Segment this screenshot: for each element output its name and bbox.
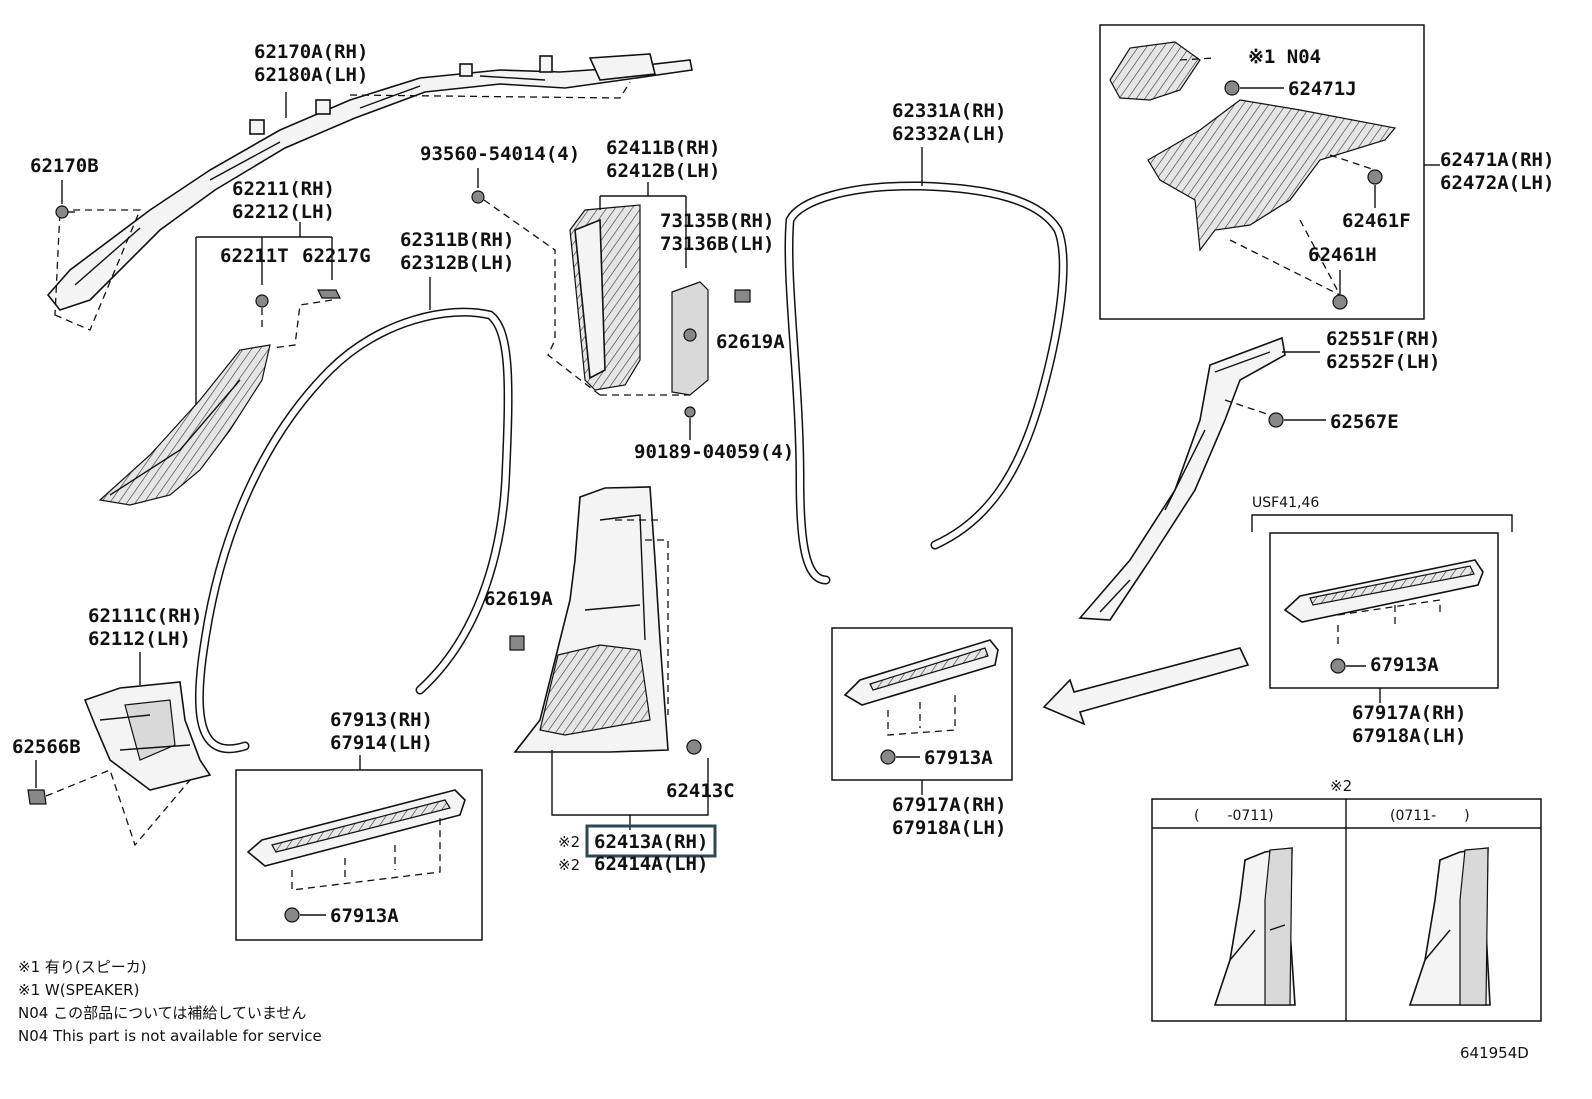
screw-93560[interactable] [471, 190, 485, 204]
detail-garnish-new[interactable] [1408, 847, 1491, 1006]
speaker-grille-N04[interactable] [1109, 41, 1201, 101]
label-62619A-top: 62619A [716, 331, 785, 353]
label-62211: 62211(RH) [232, 178, 335, 200]
label-usf: USF41,46 [1252, 495, 1319, 511]
label-62112: 62112(LH) [88, 628, 191, 650]
front-pillar-garnish-62211[interactable] [98, 344, 271, 506]
weatherstrip-62331A[interactable] [784, 181, 1068, 585]
label-67917A-mid: 67917A(RH) [892, 794, 1006, 816]
rear-scuff-plate-67917A-right[interactable] [1283, 559, 1484, 623]
rear-scuff-plate-67917A-mid[interactable] [843, 639, 999, 706]
label-62211T: 62211T [220, 245, 289, 267]
label-67913: 67913(RH) [330, 709, 433, 731]
clip-67913A-right[interactable] [1330, 658, 1346, 674]
center-pillar-lower-garnish-62413A[interactable] [513, 486, 669, 753]
center-pillar-upper-garnish-62411B[interactable] [569, 204, 641, 391]
label-67913A-left: 67913A [330, 905, 399, 927]
box-rear-scuff-right [1269, 532, 1499, 689]
note-1: ※1 有り(スピーカ) [18, 958, 147, 976]
label-73136B: 73136B(LH) [660, 233, 774, 255]
label-67914: 67914(LH) [330, 732, 433, 754]
detail-mark: ※2 [1330, 777, 1352, 795]
label-N04: ※1 N04 [1248, 46, 1321, 68]
label-62567E: 62567E [1330, 411, 1399, 433]
label-62552F: 62552F(LH) [1326, 351, 1440, 373]
label-67913A-mid: 67913A [924, 747, 993, 769]
label-62170A: 62170A(RH) [254, 41, 368, 63]
arrow-left-icon [1042, 647, 1250, 726]
nut-90189[interactable] [684, 406, 696, 418]
clip-62413C[interactable] [686, 739, 702, 755]
label-62551F: 62551F(RH) [1326, 328, 1440, 350]
label-62170B: 62170B [30, 155, 99, 177]
seat-belt-guide-73135B[interactable] [671, 281, 709, 396]
label-73135B: 73135B(RH) [660, 210, 774, 232]
note-3: N04 この部品については補給していません [18, 1004, 306, 1022]
detail-col2-header: (0711- ) [1390, 808, 1470, 824]
clip-62461F[interactable] [1367, 169, 1383, 185]
roof-side-inner-garnish-62551F[interactable] [1078, 336, 1286, 621]
label-62461F: 62461F [1342, 210, 1411, 232]
front-scuff-plate-67913[interactable] [246, 789, 466, 867]
label-62217G: 62217G [302, 245, 371, 267]
clip-62619A-mid[interactable] [509, 635, 525, 651]
label-62413A: 62413A(RH) [594, 831, 708, 853]
label-62411B: 62411B(RH) [606, 137, 720, 159]
highlight-62413A[interactable] [585, 824, 717, 858]
detail-col1-header: ( -0711) [1194, 808, 1274, 824]
label-62311B: 62311B(RH) [400, 229, 514, 251]
usf-bracket [1251, 514, 1513, 532]
label-93560: 93560-54014(4) [420, 143, 580, 165]
label-62414A: 62414A(LH) [594, 853, 708, 875]
clip-62567E[interactable] [1268, 412, 1284, 428]
clip-62217G[interactable] [317, 289, 341, 299]
label-62212: 62212(LH) [232, 201, 335, 223]
detail-garnish-old[interactable] [1213, 847, 1296, 1006]
clip-67913A-left[interactable] [284, 907, 300, 923]
label-62471A: 62471A(RH) [1440, 149, 1554, 171]
clip-62461H[interactable] [1332, 294, 1348, 310]
label-62111C: 62111C(RH) [88, 605, 202, 627]
label-62619A-mid: 62619A [484, 588, 553, 610]
mark-62414A: ※2 [558, 856, 580, 874]
label-62461H: 62461H [1308, 244, 1377, 266]
note-2: ※1 W(SPEAKER) [18, 981, 139, 999]
clip-62566B[interactable] [27, 789, 47, 805]
label-67913A-right: 67913A [1370, 654, 1439, 676]
label-62331A: 62331A(RH) [892, 100, 1006, 122]
label-62566B: 62566B [12, 736, 81, 758]
clip-62211T[interactable] [255, 294, 269, 308]
cowl-side-trim-62111C[interactable] [83, 681, 212, 791]
label-67918A-right: 67918A(LH) [1352, 725, 1466, 747]
note-4: N04 This part is not available for servi… [18, 1027, 322, 1045]
package-tray-side-trim-62471A[interactable] [1147, 99, 1397, 252]
label-62413C: 62413C [666, 780, 735, 802]
box-front-scuff [235, 769, 483, 941]
clip-67913A-mid[interactable] [880, 749, 896, 765]
label-62472A: 62472A(LH) [1440, 172, 1554, 194]
label-62180A: 62180A(LH) [254, 64, 368, 86]
clip-62170B[interactable] [55, 205, 75, 219]
clip-62619A-top[interactable] [734, 289, 751, 303]
label-90189: 90189-04059(4) [634, 441, 794, 463]
label-62412B: 62412B(LH) [606, 160, 720, 182]
figure-code: 641954D [1460, 1044, 1529, 1062]
clip-62471J[interactable] [1224, 80, 1240, 96]
label-62471J: 62471J [1288, 78, 1357, 100]
label-62332A: 62332A(LH) [892, 123, 1006, 145]
label-67918A-mid: 67918A(LH) [892, 817, 1006, 839]
label-67917A-right: 67917A(RH) [1352, 702, 1466, 724]
curtain-airbag-62170A[interactable] [46, 53, 693, 331]
box-quarter-trim [1099, 24, 1425, 320]
label-62312B: 62312B(LH) [400, 252, 514, 274]
mark-62413A: ※2 [558, 833, 580, 851]
